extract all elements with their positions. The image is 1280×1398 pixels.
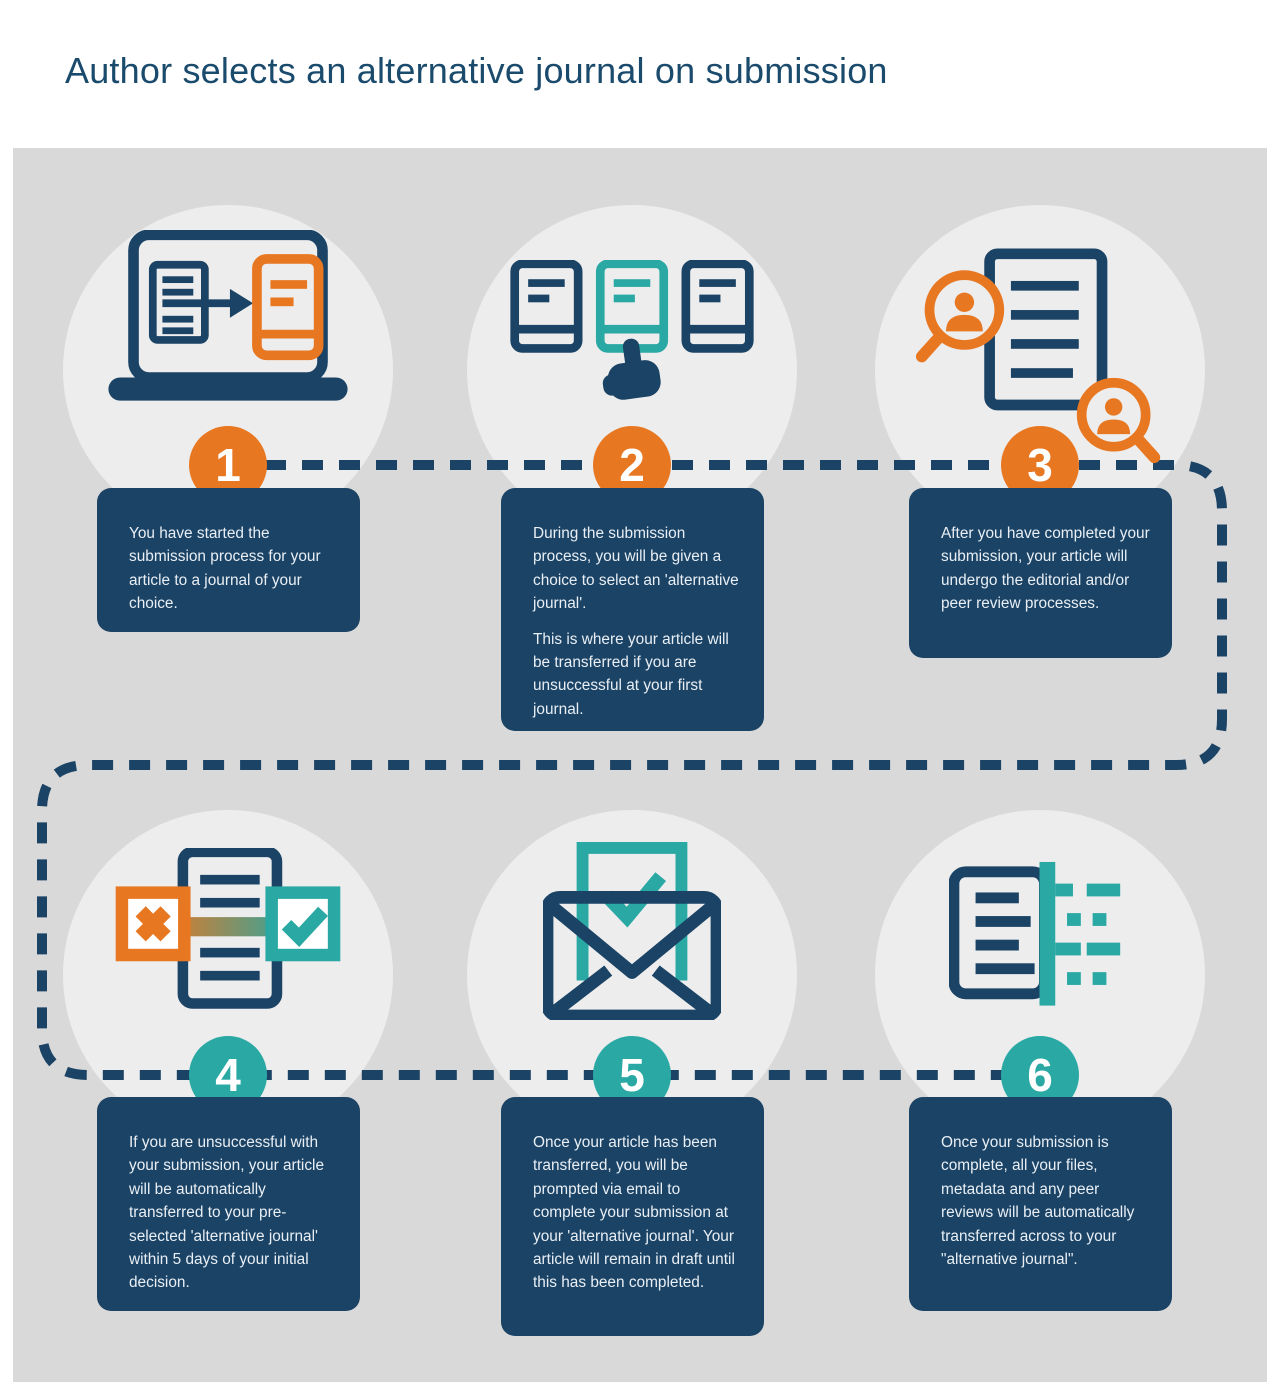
automatic-transfer-decision-icon xyxy=(115,848,341,1009)
step3-text: After you have completed your submission… xyxy=(941,525,1150,613)
step6-text: Once your submission is complete, all yo… xyxy=(941,1134,1135,1269)
submit-to-journal-icon xyxy=(108,230,348,401)
choose-alternative-journal-icon xyxy=(510,260,754,400)
step1-description-box: You have started the submission process … xyxy=(97,488,360,632)
rejected-checkbox-icon xyxy=(115,886,191,962)
step4-description-box: If you are unsuccessful with your submis… xyxy=(97,1097,360,1311)
step1-text: You have started the submission process … xyxy=(129,525,321,613)
step2-text: This is where your article will be trans… xyxy=(533,630,729,718)
step3-description-box: After you have completed your submission… xyxy=(909,488,1172,658)
step2-text: During the submission process, you will … xyxy=(533,525,739,613)
email-prompt-icon xyxy=(543,842,721,1020)
accepted-checkbox-icon xyxy=(265,886,341,962)
reviewer-magnifier-icon xyxy=(915,270,1005,363)
dashed-flow-connector xyxy=(37,460,1227,1080)
page-title: Author selects an alternative journal on… xyxy=(65,50,888,91)
step5-text: Once your article has been transferred, … xyxy=(533,1134,735,1292)
step5-description-box: Once your article has been transferred, … xyxy=(501,1097,764,1336)
metadata-transfer-icon xyxy=(949,861,1121,1006)
step4-text: If you are unsuccessful with your submis… xyxy=(129,1134,325,1292)
pointer-hand-icon xyxy=(602,338,661,400)
editorial-peer-review-icon xyxy=(915,248,1161,464)
process-panel: 1 2 3 4 5 6 You have started the submiss… xyxy=(13,148,1267,1382)
reviewer-magnifier-icon xyxy=(1076,377,1161,464)
step2-description-box: During the submission process, you will … xyxy=(501,488,764,731)
step6-description-box: Once your submission is complete, all yo… xyxy=(909,1097,1172,1311)
